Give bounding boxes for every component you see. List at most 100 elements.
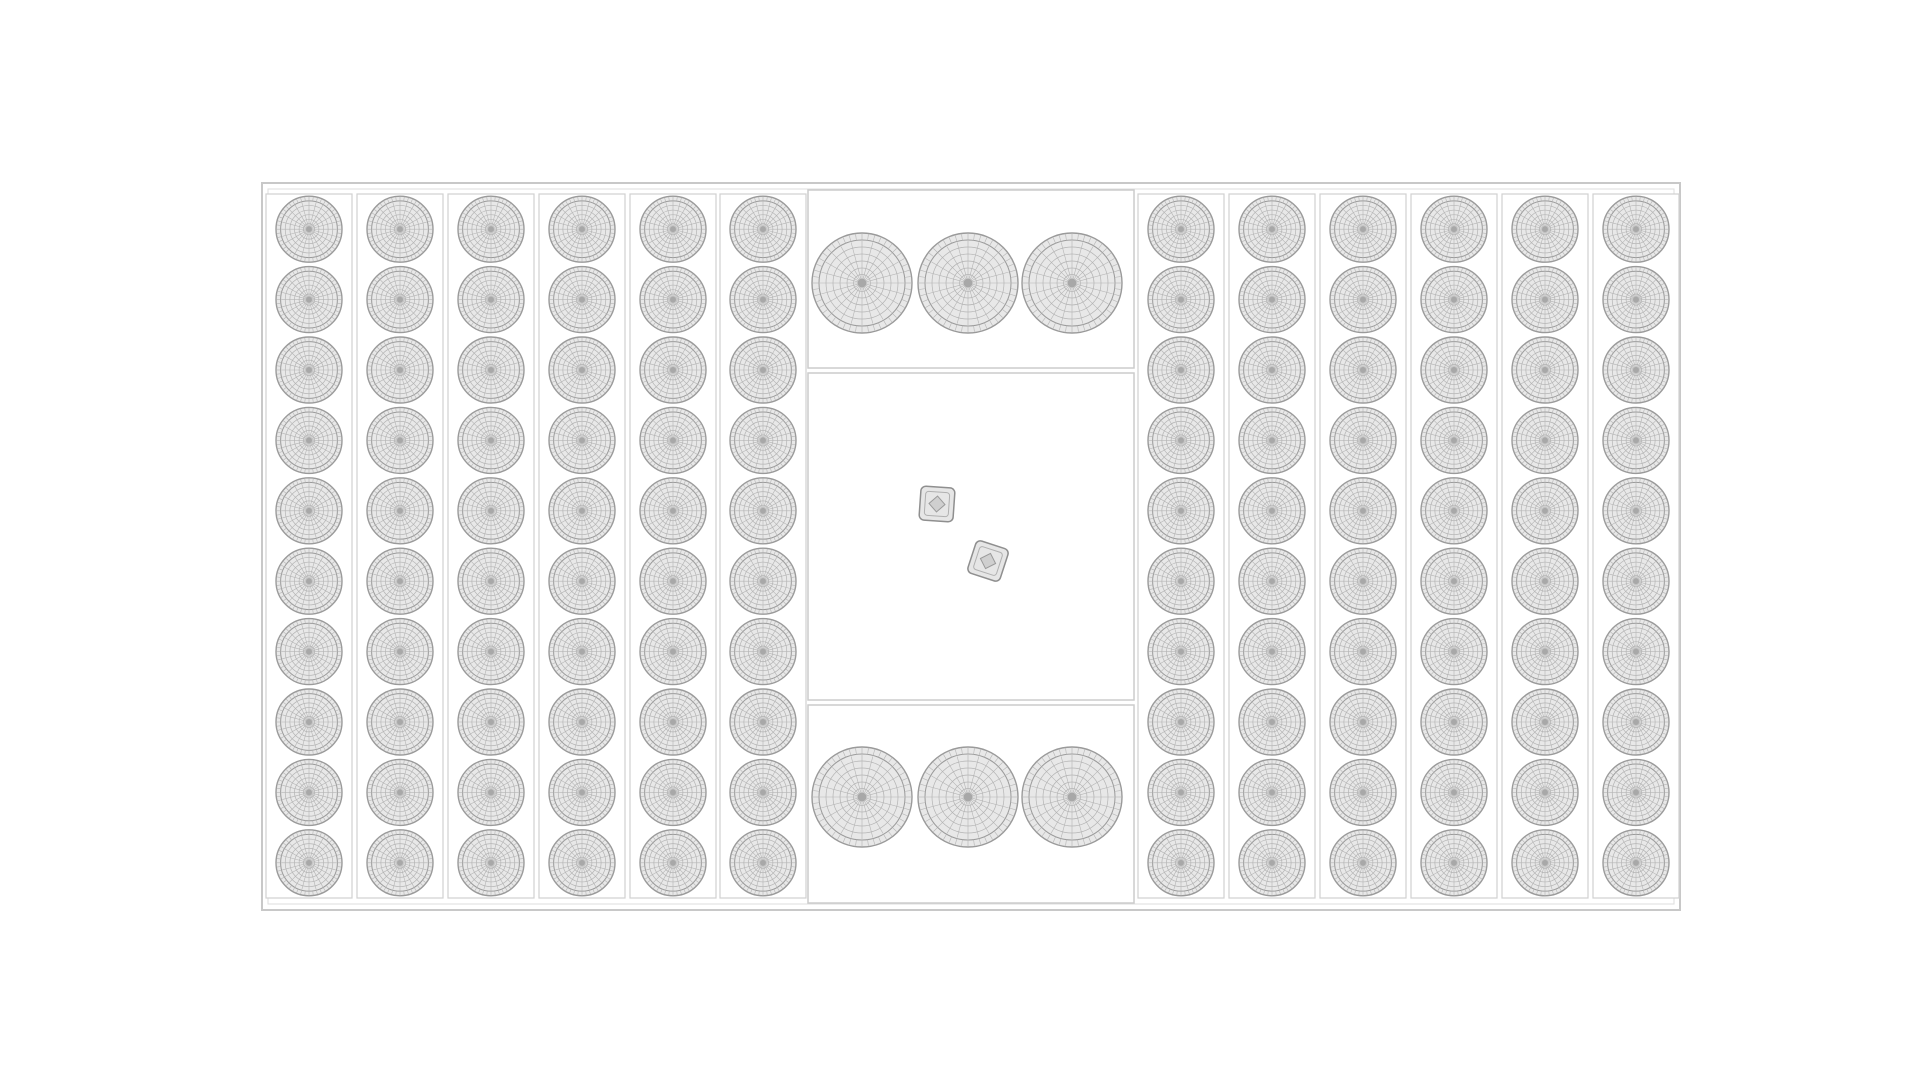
right-column-3[interactable] — [1319, 193, 1407, 899]
top-center-piece-3[interactable] — [1021, 232, 1123, 334]
left-column-5[interactable] — [629, 193, 717, 899]
right-column-5[interactable] — [1501, 193, 1589, 899]
right-column-2-piece-9[interactable] — [1238, 758, 1306, 827]
left-column-6-piece-7[interactable] — [729, 617, 797, 686]
left-column-2-piece-1[interactable] — [366, 195, 434, 263]
right-column-2-piece-8[interactable] — [1238, 688, 1306, 756]
left-column-5-piece-2[interactable] — [639, 265, 707, 334]
left-column-1-piece-2[interactable] — [275, 265, 343, 334]
left-column-1-piece-3[interactable] — [275, 336, 343, 404]
right-column-4-piece-4[interactable] — [1420, 406, 1488, 475]
right-column-4-piece-10[interactable] — [1420, 829, 1488, 897]
right-column-3-piece-7[interactable] — [1329, 617, 1397, 686]
right-column-1-piece-6[interactable] — [1147, 547, 1215, 615]
right-column-3-piece-6[interactable] — [1329, 547, 1397, 615]
right-column-4-piece-9[interactable] — [1420, 758, 1488, 827]
left-column-3-piece-3[interactable] — [457, 336, 525, 404]
right-column-5-piece-10[interactable] — [1511, 829, 1579, 897]
left-column-4-piece-7[interactable] — [548, 617, 616, 686]
right-column-6[interactable] — [1592, 193, 1680, 899]
left-column-3-piece-4[interactable] — [457, 406, 525, 475]
top-center-piece-2[interactable] — [917, 232, 1019, 334]
right-column-4-piece-2[interactable] — [1420, 265, 1488, 334]
right-column-2-piece-4[interactable] — [1238, 406, 1306, 475]
right-column-5-piece-7[interactable] — [1511, 617, 1579, 686]
left-column-4-piece-3[interactable] — [548, 336, 616, 404]
left-column-6-piece-1[interactable] — [729, 195, 797, 263]
left-column-2-piece-10[interactable] — [366, 829, 434, 897]
left-column-2-piece-6[interactable] — [366, 547, 434, 615]
right-column-6-piece-8[interactable] — [1602, 688, 1670, 756]
left-column-2-piece-5[interactable] — [366, 477, 434, 545]
left-column-3-piece-10[interactable] — [457, 829, 525, 897]
left-column-4-piece-9[interactable] — [548, 758, 616, 827]
left-column-2-piece-3[interactable] — [366, 336, 434, 404]
right-column-1-piece-4[interactable] — [1147, 406, 1215, 475]
right-column-4-piece-6[interactable] — [1420, 547, 1488, 615]
left-column-4-piece-4[interactable] — [548, 406, 616, 475]
right-column-1-piece-7[interactable] — [1147, 617, 1215, 686]
left-column-3-piece-9[interactable] — [457, 758, 525, 827]
center-play-area[interactable] — [807, 372, 1135, 701]
left-column-1-piece-7[interactable] — [275, 617, 343, 686]
right-column-6-piece-4[interactable] — [1602, 406, 1670, 475]
right-column-6-piece-1[interactable] — [1602, 195, 1670, 263]
right-column-2-piece-1[interactable] — [1238, 195, 1306, 263]
right-column-6-piece-2[interactable] — [1602, 265, 1670, 334]
left-column-1-piece-1[interactable] — [275, 195, 343, 263]
left-column-5-piece-10[interactable] — [639, 829, 707, 897]
right-column-1-piece-5[interactable] — [1147, 477, 1215, 545]
right-column-5-piece-8[interactable] — [1511, 688, 1579, 756]
right-column-2-piece-5[interactable] — [1238, 477, 1306, 545]
right-column-4-piece-1[interactable] — [1420, 195, 1488, 263]
left-column-5-piece-4[interactable] — [639, 406, 707, 475]
right-column-3-piece-2[interactable] — [1329, 265, 1397, 334]
right-column-2[interactable] — [1228, 193, 1316, 899]
left-column-2-piece-7[interactable] — [366, 617, 434, 686]
left-column-6-piece-9[interactable] — [729, 758, 797, 827]
left-column-6-piece-10[interactable] — [729, 829, 797, 897]
right-column-6-piece-6[interactable] — [1602, 547, 1670, 615]
right-column-2-piece-7[interactable] — [1238, 617, 1306, 686]
right-column-2-piece-10[interactable] — [1238, 829, 1306, 897]
die-2[interactable] — [967, 540, 1010, 583]
left-column-6-piece-5[interactable] — [729, 477, 797, 545]
left-column-3[interactable] — [447, 193, 535, 899]
left-column-5-piece-9[interactable] — [639, 758, 707, 827]
right-column-1-piece-10[interactable] — [1147, 829, 1215, 897]
left-column-4-piece-5[interactable] — [548, 477, 616, 545]
right-column-1-piece-2[interactable] — [1147, 265, 1215, 334]
left-column-1-piece-6[interactable] — [275, 547, 343, 615]
left-column-1-piece-5[interactable] — [275, 477, 343, 545]
right-column-5-piece-4[interactable] — [1511, 406, 1579, 475]
right-column-5-piece-5[interactable] — [1511, 477, 1579, 545]
left-column-4-piece-8[interactable] — [548, 688, 616, 756]
right-column-6-piece-9[interactable] — [1602, 758, 1670, 827]
top-center-piece-1[interactable] — [811, 232, 913, 334]
left-column-4[interactable] — [538, 193, 626, 899]
left-column-1-piece-10[interactable] — [275, 829, 343, 897]
left-column-4-piece-1[interactable] — [548, 195, 616, 263]
bottom-center-piece-3[interactable] — [1021, 746, 1123, 848]
right-column-2-piece-3[interactable] — [1238, 336, 1306, 404]
right-column-3-piece-5[interactable] — [1329, 477, 1397, 545]
right-column-3-piece-3[interactable] — [1329, 336, 1397, 404]
right-column-3-piece-9[interactable] — [1329, 758, 1397, 827]
left-column-2-piece-9[interactable] — [366, 758, 434, 827]
die-1[interactable] — [918, 485, 956, 523]
right-column-3-piece-1[interactable] — [1329, 195, 1397, 263]
bottom-center-piece-2[interactable] — [917, 746, 1019, 848]
right-column-3-piece-4[interactable] — [1329, 406, 1397, 475]
left-column-5-piece-6[interactable] — [639, 547, 707, 615]
left-column-1-piece-9[interactable] — [275, 758, 343, 827]
left-column-5-piece-7[interactable] — [639, 617, 707, 686]
left-column-3-piece-1[interactable] — [457, 195, 525, 263]
right-column-1-piece-1[interactable] — [1147, 195, 1215, 263]
left-column-3-piece-8[interactable] — [457, 688, 525, 756]
left-column-3-piece-7[interactable] — [457, 617, 525, 686]
right-column-1-piece-9[interactable] — [1147, 758, 1215, 827]
left-column-2-piece-4[interactable] — [366, 406, 434, 475]
right-column-4[interactable] — [1410, 193, 1498, 899]
left-column-1-piece-8[interactable] — [275, 688, 343, 756]
left-column-6[interactable] — [719, 193, 807, 899]
